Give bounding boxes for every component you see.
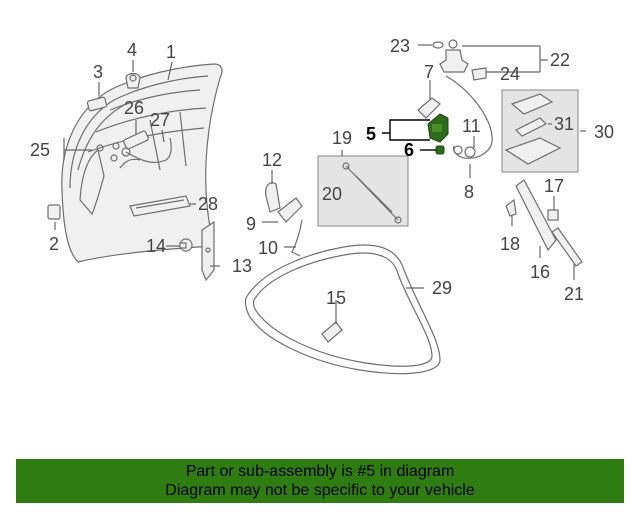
part-14-bolt	[179, 238, 193, 252]
part-7-striker	[417, 97, 441, 119]
callout-4: 4	[127, 40, 137, 60]
leader-lines	[54, 44, 586, 324]
callout-3: 3	[93, 62, 103, 82]
callout-31: 31	[554, 114, 574, 134]
callout-21: 21	[564, 284, 584, 304]
callout-14: 14	[146, 236, 166, 256]
callout-24: 24	[500, 64, 520, 84]
callout-20: 20	[322, 184, 342, 204]
part-18-bolt	[505, 198, 517, 217]
callout-8: 8	[464, 182, 474, 202]
callout-18: 18	[500, 234, 520, 254]
callout-1: 1	[166, 42, 176, 62]
callout-19: 19	[332, 128, 352, 148]
callout-30: 30	[594, 122, 614, 142]
part-26-bracket	[123, 130, 149, 150]
part-25-screws	[96, 142, 120, 162]
part-13-hinge	[201, 220, 215, 282]
callout-9: 9	[246, 214, 256, 234]
footer-line-2: Diagram may not be specific to your vehi…	[165, 482, 475, 499]
callout-2: 2	[49, 234, 59, 254]
callout-17: 17	[544, 176, 564, 196]
part-16-handle	[515, 179, 557, 252]
callout-5: 5	[366, 124, 376, 144]
callout-15: 15	[326, 288, 346, 308]
callout-6: 6	[404, 140, 414, 160]
part-19-box	[317, 155, 409, 227]
callout-labels: 1 2 3 4 5 6 7 8 9 10 11 12 13 14 15 16 1…	[30, 36, 614, 308]
callout-26: 26	[124, 98, 144, 118]
part-29-seal	[244, 244, 441, 375]
callout-11: 11	[462, 116, 481, 136]
part-17-clip	[547, 209, 559, 221]
part-21-strip	[551, 227, 583, 267]
part-23-washer	[432, 41, 444, 49]
callout-7: 7	[424, 62, 434, 82]
footer-banner: Part or sub-assembly is #5 in diagram Di…	[16, 459, 624, 503]
trunk-lid-illustration	[61, 63, 223, 263]
part-15-clip	[321, 321, 343, 343]
part-8-cable	[445, 75, 493, 159]
part-6-nut-highlighted	[435, 145, 445, 155]
part-9-latch	[277, 197, 303, 223]
callout-29: 29	[432, 278, 452, 298]
part-10-rod	[291, 219, 303, 257]
callout-27: 27	[150, 110, 170, 130]
part-22-actuator	[439, 39, 469, 73]
callout-16: 16	[530, 262, 550, 282]
callout-12: 12	[262, 150, 282, 170]
part-3-bumper	[86, 96, 108, 112]
part-11-clip	[464, 146, 476, 158]
part-27-cable	[121, 137, 172, 164]
callout-13: 13	[232, 256, 252, 276]
part-24-bracket	[471, 67, 487, 81]
callout-22: 22	[550, 50, 570, 70]
parts-diagram: 1 2 3 4 5 6 7 8 9 10 11 12 13 14 15 16 1…	[30, 36, 614, 375]
part-5-lock-highlighted	[427, 113, 449, 143]
callout-28: 28	[198, 194, 218, 214]
callout-23: 23	[390, 36, 410, 56]
callout-25: 25	[30, 140, 50, 160]
part-28-trim	[129, 195, 191, 217]
callout-10: 10	[258, 238, 278, 258]
footer-line-1: Part or sub-assembly is #5 in diagram	[185, 463, 455, 480]
part-2-clip	[47, 204, 61, 220]
part-12-latch-cover	[265, 182, 281, 213]
part-30-box	[501, 89, 579, 173]
part-4-grommet	[125, 72, 141, 89]
